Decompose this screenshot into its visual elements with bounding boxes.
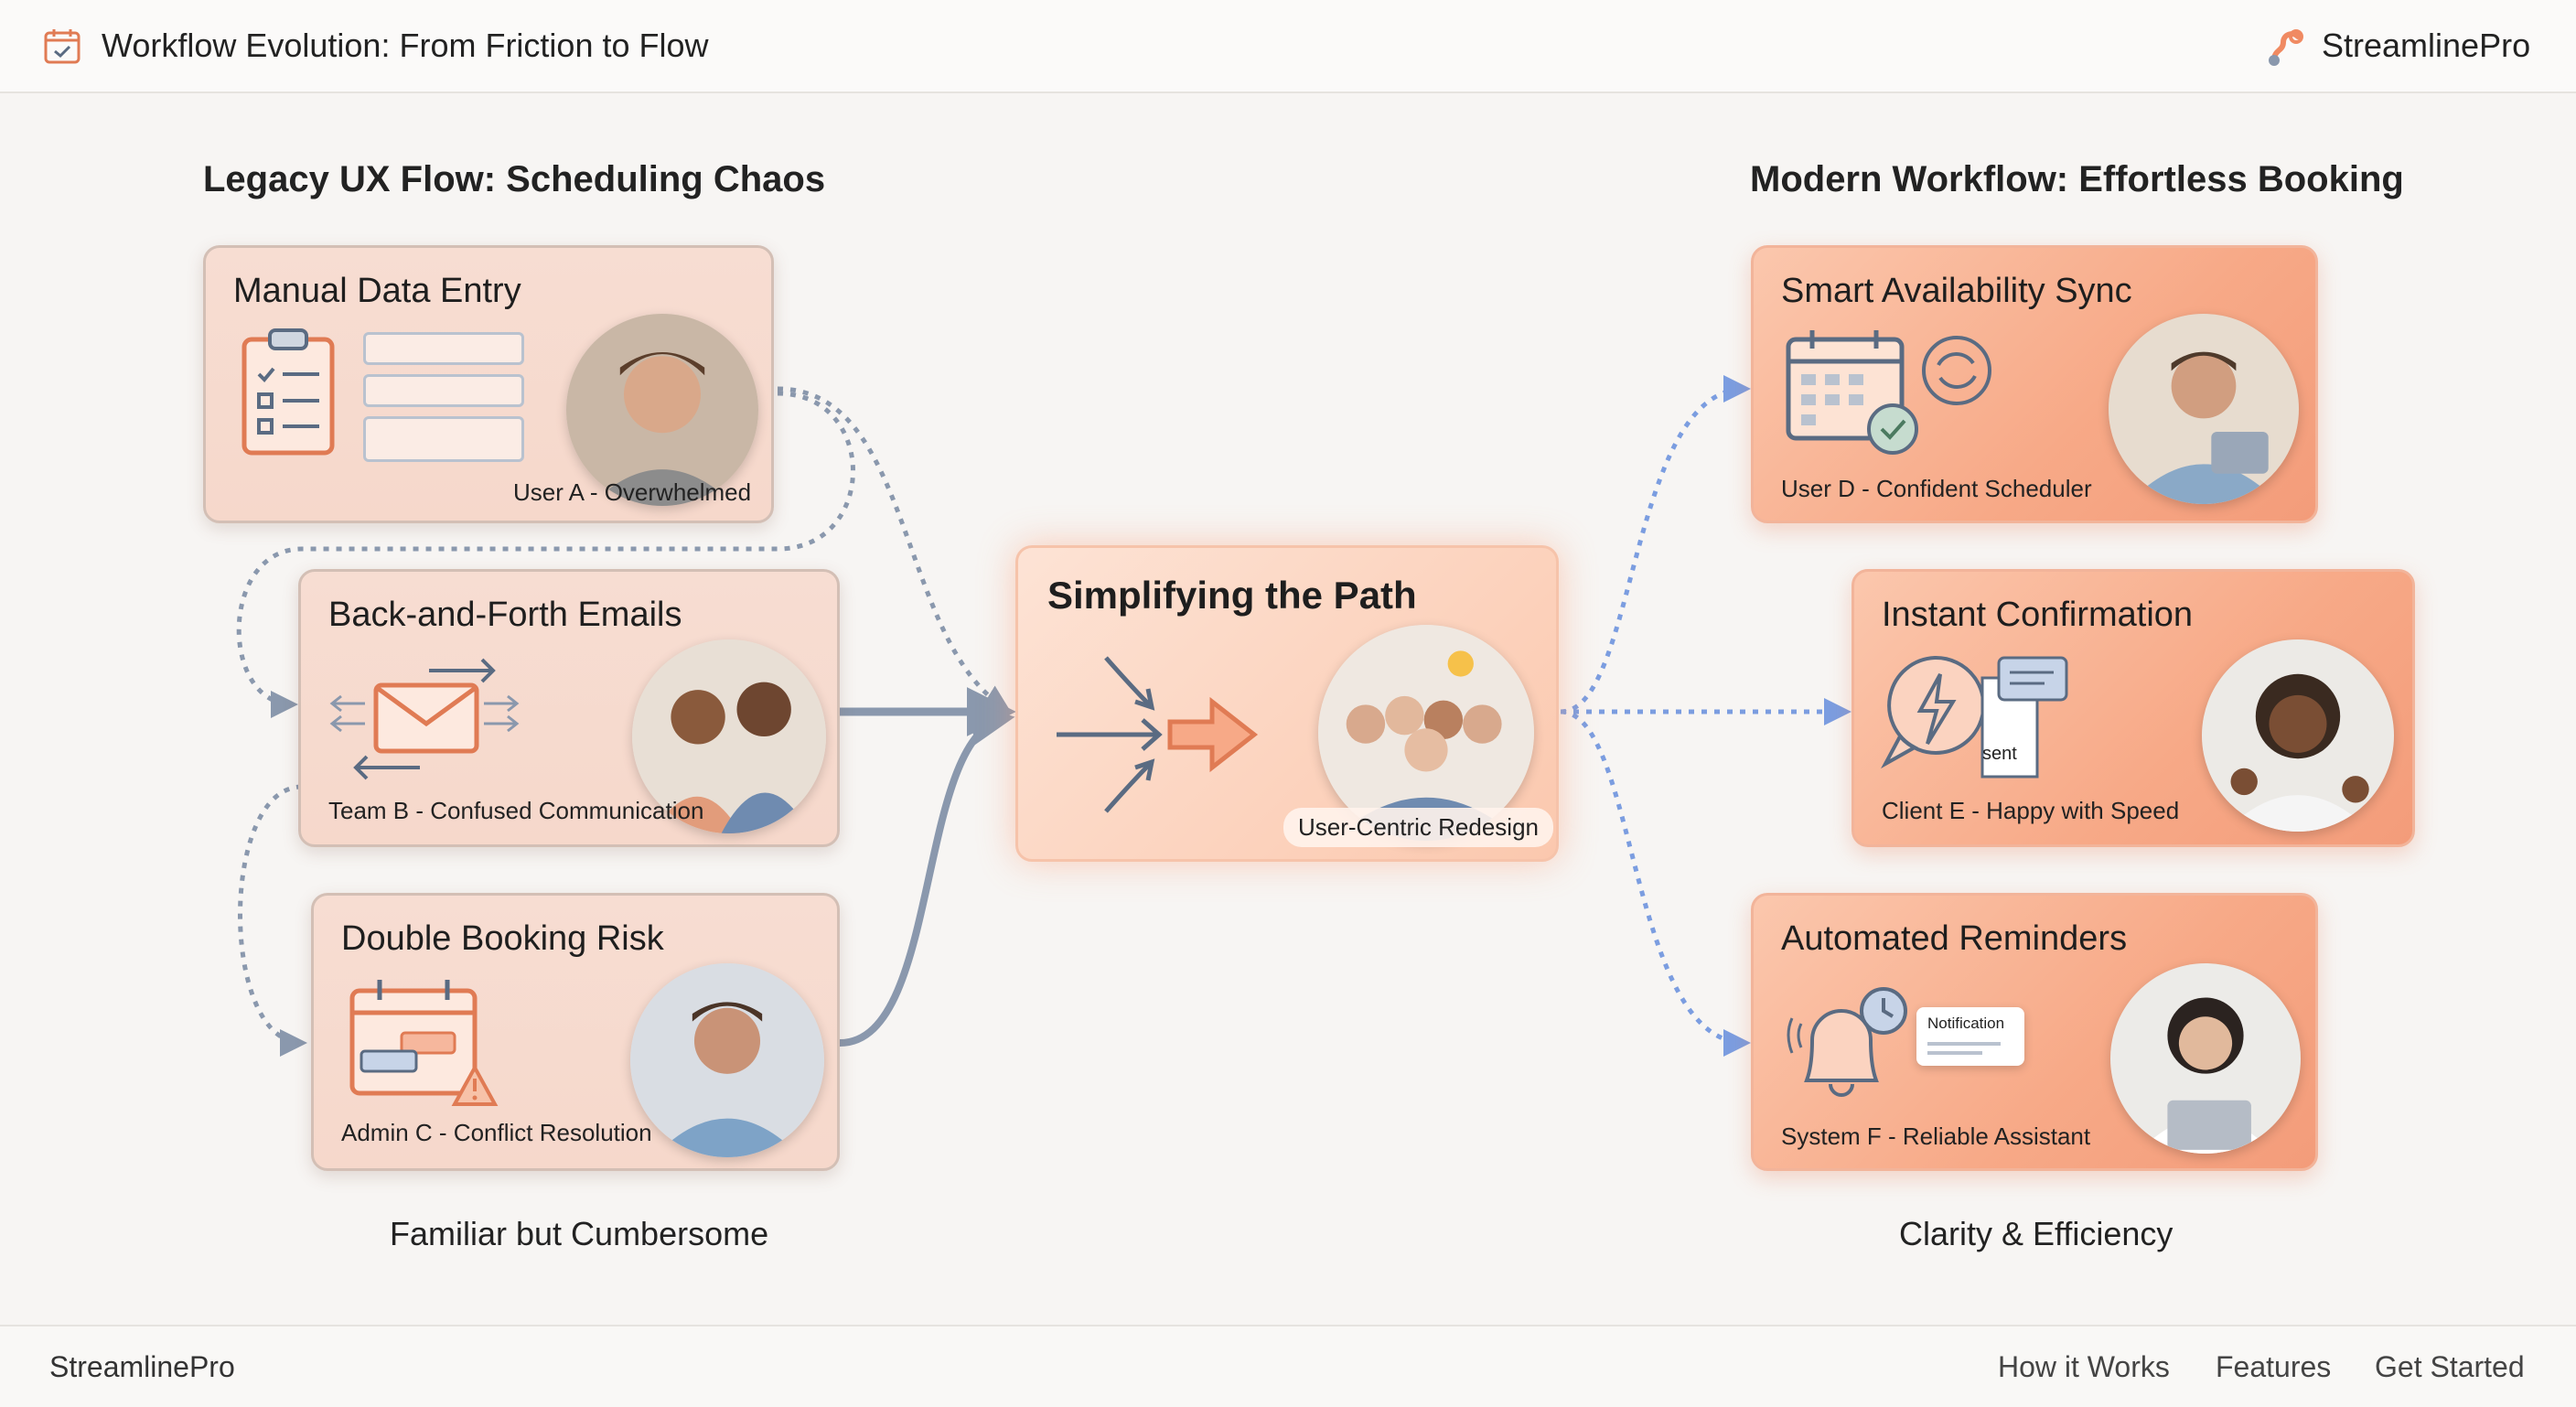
- legacy-heading: Legacy UX Flow: Scheduling Chaos: [203, 159, 826, 199]
- card-double-booking-risk: Double Booking Risk Admin C - Conflict R…: [311, 893, 840, 1171]
- card-simplifying-the-path: Simplifying the Path User-Centric Redesi…: [1015, 545, 1559, 862]
- card-caption: Team B - Confused Communication: [328, 797, 704, 824]
- connector-center-to-sync: [1560, 375, 1751, 714]
- notification-line: [1927, 1051, 1982, 1055]
- nav-how-it-works[interactable]: How it Works: [1998, 1350, 2170, 1383]
- card-manual-data-entry: Manual Data Entry User A - Overwhelmed: [203, 245, 774, 523]
- connector-center-to-reminders: [1560, 709, 1751, 1057]
- brand-name[interactable]: StreamlinePro: [2322, 27, 2531, 64]
- avatar-user-a: [566, 314, 758, 506]
- notification-label: Notification: [1927, 1015, 2005, 1032]
- card-caption: Admin C - Conflict Resolution: [341, 1119, 652, 1146]
- form-field-placeholder: [363, 374, 524, 407]
- connector-manual-to-center: [777, 386, 1012, 713]
- card-caption: User A - Overwhelmed: [513, 478, 752, 506]
- legacy-subtitle: Familiar but Cumbersome: [390, 1215, 769, 1252]
- card-title: Back-and-Forth Emails: [328, 596, 682, 634]
- notification-popup: Notification: [1916, 1007, 2024, 1066]
- converging-arrows-icon: [1057, 656, 1259, 813]
- calendar-sync-icon: [1786, 330, 1991, 455]
- card-caption: User D - Confident Scheduler: [1781, 475, 2092, 502]
- card-caption: Client E - Happy with Speed: [1882, 797, 2180, 824]
- card-automated-reminders: Automated Reminders Notification System …: [1751, 893, 2318, 1171]
- modern-heading: Modern Workflow: Effortless Booking: [1750, 159, 2404, 199]
- nav-get-started[interactable]: Get Started: [2375, 1350, 2525, 1383]
- form-field-placeholder: [363, 332, 524, 365]
- envelope-arrows-icon: [329, 658, 520, 780]
- card-title: Double Booking Risk: [341, 919, 664, 958]
- card-instant-confirmation: Instant Confirmation sent Client E - Hap…: [1852, 569, 2415, 847]
- card-title: Instant Confirmation: [1882, 596, 2194, 634]
- card-title: Smart Availability Sync: [1781, 272, 2132, 310]
- nav-features[interactable]: Features: [2216, 1350, 2332, 1383]
- modern-subtitle: Clarity & Efficiency: [1899, 1215, 2174, 1252]
- top-bar: Workflow Evolution: From Friction to Flo…: [0, 0, 2576, 93]
- sent-badge: sent: [1982, 744, 2017, 764]
- form-field-placeholder: [363, 416, 524, 462]
- card-caption: User-Centric Redesign: [1283, 808, 1553, 847]
- clipboard-checklist-icon: [242, 328, 335, 456]
- card-back-and-forth-emails: Back-and-Forth Emails Team B - Confused …: [298, 569, 840, 847]
- connector-emails-to-booking: [238, 784, 307, 1057]
- avatar-user-centric-team: [1318, 625, 1534, 841]
- avatar-user-d: [2109, 314, 2299, 504]
- lightning-bubble-receipt-icon: [1881, 655, 2068, 779]
- page-title: Workflow Evolution: From Friction to Flo…: [102, 27, 709, 64]
- calendar-conflict-warning-icon: [349, 980, 499, 1106]
- notification-line: [1927, 1042, 2001, 1046]
- footer-brand[interactable]: StreamlinePro: [49, 1350, 235, 1383]
- bell-clock-icon: [1787, 987, 1907, 1097]
- streamline-logo-icon: [2269, 29, 2303, 66]
- connector-manual-to-emails: [236, 391, 855, 718]
- avatar-client-e: [2202, 639, 2394, 832]
- card-title: Manual Data Entry: [233, 272, 521, 310]
- card-title: Automated Reminders: [1781, 919, 2128, 958]
- connector-booking-to-center: [839, 702, 1015, 1047]
- card-title: Simplifying the Path: [1047, 574, 1417, 617]
- card-smart-availability-sync: Smart Availability Sync User D - Confide…: [1751, 245, 2318, 523]
- avatar-system-f: [2110, 963, 2301, 1154]
- avatar-admin-c: [630, 963, 824, 1157]
- calendar-check-icon: [44, 29, 80, 64]
- footer: StreamlinePro How it Works Features Get …: [0, 1325, 2576, 1407]
- card-caption: System F - Reliable Assistant: [1781, 1122, 2091, 1150]
